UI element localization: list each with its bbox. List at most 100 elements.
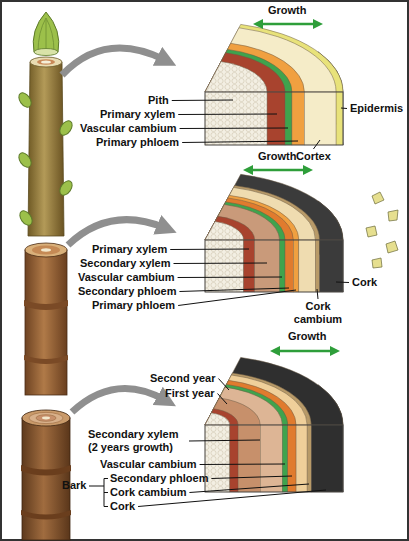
- stem-section-pith: [41, 248, 51, 251]
- epidermis-flake: [388, 210, 398, 221]
- front-face-layer: [296, 425, 307, 492]
- top-face-layer: [205, 380, 296, 425]
- top-face-layer: [205, 222, 244, 240]
- older-stem: [25, 250, 67, 395]
- leader-line: [178, 277, 282, 279]
- front-face-layer: [299, 240, 316, 292]
- top-face-layer: [205, 185, 320, 240]
- top-face-layer: [205, 53, 285, 92]
- front-face-layer: [267, 92, 285, 145]
- part-label: Second year: [150, 372, 215, 385]
- stem-wedge: [205, 24, 343, 145]
- stem-section-ring: [36, 415, 56, 422]
- annotation-label: Growth: [268, 4, 307, 17]
- pointer-arrow: [72, 388, 165, 412]
- part-label: Cork: [110, 500, 135, 513]
- stem-node: [21, 510, 71, 520]
- top-face-layer: [205, 387, 282, 425]
- top-face-layer: [205, 198, 293, 240]
- growth-arrow: [275, 350, 335, 353]
- bud-scale: [38, 18, 54, 52]
- lateral-bud: [16, 151, 33, 170]
- top-face-layer: [205, 216, 255, 240]
- leader-line: [178, 114, 277, 116]
- part-label: First year: [165, 387, 215, 400]
- top-face-layer: [205, 384, 288, 425]
- leader-line: [172, 100, 233, 102]
- front-face-layer: [304, 92, 336, 145]
- leader-line: [189, 440, 260, 441]
- part-label: Primary phloem: [92, 299, 175, 312]
- twig-section-pith: [41, 60, 51, 63]
- epidermis-flake: [372, 258, 382, 268]
- part-label: Cortex: [296, 150, 331, 163]
- lateral-bud: [57, 119, 74, 138]
- front-face-layer: [288, 425, 296, 492]
- stem-wedges: [205, 24, 343, 492]
- part-label: Secondary phloem: [110, 472, 208, 485]
- part-label: Secondary xylem (2 years growth): [88, 428, 186, 454]
- part-label: Pith: [148, 94, 169, 107]
- top-face-layer: [205, 187, 315, 240]
- leader-line: [170, 249, 249, 251]
- pointer-arrow: [62, 48, 165, 75]
- leader-line: [189, 484, 309, 493]
- top-face-layer: [205, 409, 238, 425]
- front-face-layer: [205, 240, 244, 292]
- front-face-layer: [292, 92, 304, 145]
- top-face-layer: [205, 62, 267, 92]
- top-face-layer: [205, 373, 311, 425]
- part-label: Primary xylem: [100, 108, 175, 121]
- front-face-layer: [244, 240, 255, 292]
- lateral-bud: [57, 179, 74, 198]
- top-face-layer: [205, 357, 343, 425]
- part-label: Secondary xylem: [80, 257, 171, 270]
- part-label: Cork cambium: [110, 486, 186, 499]
- top-face-layer: [205, 28, 336, 92]
- stem-node: [21, 465, 71, 476]
- annotation-label: Growth: [288, 330, 327, 343]
- stem-node: [24, 355, 68, 364]
- part-label: Vascular cambium: [100, 458, 197, 471]
- front-face-layer: [230, 425, 238, 492]
- epidermis-flake: [386, 241, 398, 253]
- stem-section: [22, 410, 70, 426]
- part-label: Primary xylem: [92, 243, 167, 256]
- top-face-layer: [205, 49, 292, 92]
- front-face-layer: [280, 240, 286, 292]
- leader-line: [218, 379, 229, 391]
- growth-arrow: [248, 169, 308, 172]
- leader-line: [179, 288, 289, 292]
- leader-line: [200, 464, 285, 466]
- top-face-layer: [205, 202, 285, 240]
- top-face-layer: [205, 24, 343, 92]
- annotation-label: Bark: [62, 479, 86, 492]
- leader-line: [336, 282, 349, 284]
- annotation-label: Growth: [258, 150, 297, 163]
- leader-line: [178, 290, 296, 306]
- part-label: Cork: [352, 276, 377, 289]
- front-face-layer: [315, 240, 319, 292]
- stem-section-ring: [29, 412, 63, 423]
- leader-line: [218, 394, 227, 405]
- leader-line: [211, 476, 292, 479]
- epidermis-flake: [366, 226, 377, 237]
- top-face-layer: [205, 43, 304, 92]
- leader-line: [182, 141, 298, 143]
- front-face-layer: [205, 425, 230, 492]
- front-face-outline: [205, 425, 343, 492]
- bark-bracket: [89, 479, 108, 507]
- stem-section: [25, 243, 67, 257]
- front-face-layer: [307, 425, 311, 492]
- growth-arrow: [258, 23, 318, 26]
- front-face-layer: [255, 240, 280, 292]
- top-face-layer: [205, 205, 280, 240]
- part-label: Cork cambium: [292, 300, 344, 326]
- front-face-layer: [238, 425, 260, 492]
- stem-wedge: [205, 170, 343, 292]
- front-face-layer: [285, 92, 292, 145]
- part-label: Primary phloem: [96, 136, 179, 149]
- young-twig: [28, 62, 64, 236]
